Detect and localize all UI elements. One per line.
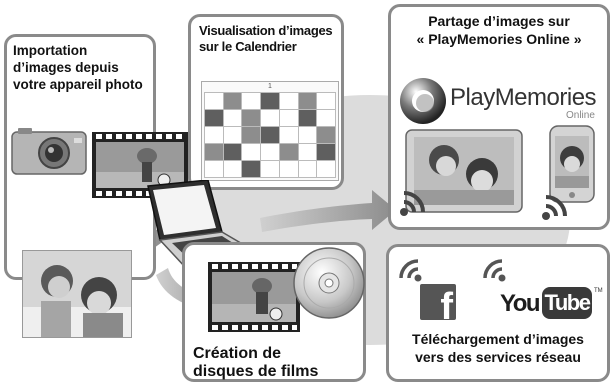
- playmemories-sub: Online: [566, 110, 595, 121]
- children-photo: [22, 250, 132, 338]
- playmemories-logo: [400, 78, 446, 124]
- disc-icon: [293, 247, 365, 319]
- playmemories-name: PlayMemories: [450, 84, 597, 111]
- wifi-icon: [542, 195, 567, 220]
- calendar-view: 1: [201, 81, 339, 181]
- calendar-panel: Visualisation d’images sur le Calendrier…: [188, 14, 344, 190]
- calendar-grid: [204, 92, 336, 178]
- youtube-tm: TM: [594, 288, 603, 294]
- tablet-icon: [405, 129, 523, 213]
- arrow-laptop-to-share: [260, 190, 396, 232]
- disc-title: Création de disques de films: [193, 345, 319, 380]
- wifi-icon: [399, 259, 422, 282]
- calendar-title: Visualisation d’images sur le Calendrier: [199, 23, 333, 55]
- smartphone-icon: [549, 125, 595, 203]
- upload-title: Téléchargement d’images vers des service…: [412, 331, 584, 365]
- import-title: Importation d’images depuis votre appare…: [13, 43, 143, 92]
- wifi-icon: [483, 259, 506, 282]
- facebook-letter: f: [440, 286, 453, 320]
- camera-icon: [11, 128, 87, 175]
- youtube-you: You: [500, 290, 541, 317]
- film-strip-icon: [208, 262, 300, 332]
- share-title: Partage d’images sur « PlayMemories Onli…: [416, 13, 582, 47]
- facebook-icon: f: [420, 284, 456, 320]
- wifi-icon: [400, 191, 425, 216]
- youtube-tube: Tube: [542, 287, 592, 319]
- calendar-month-label: 1: [268, 83, 272, 90]
